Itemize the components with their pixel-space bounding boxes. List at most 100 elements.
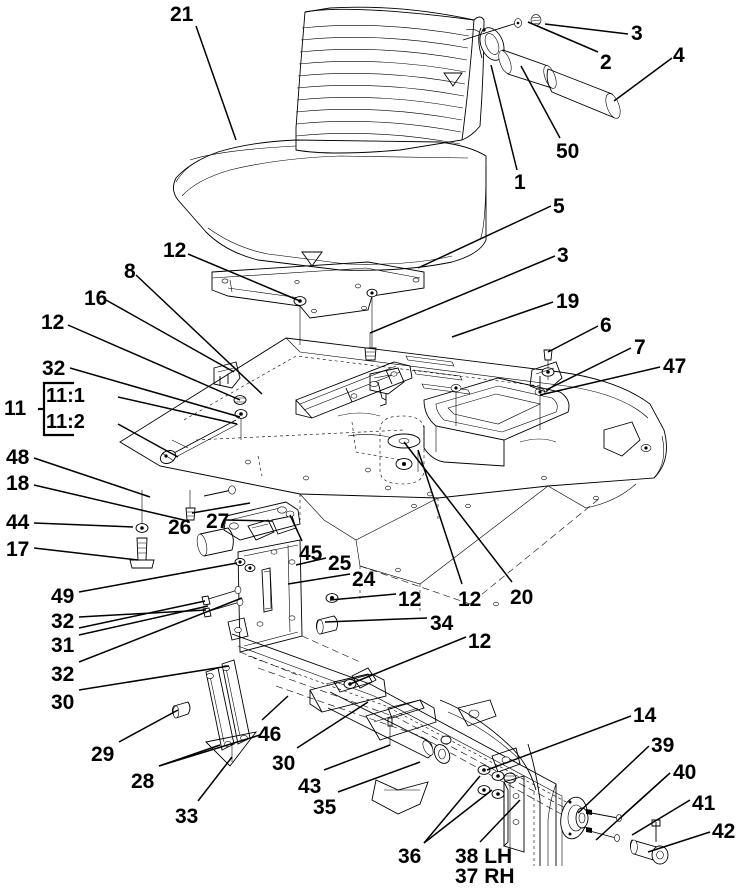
callout-44: 44 xyxy=(6,511,30,534)
callout-50: 50 xyxy=(556,140,580,163)
leader-line-12 xyxy=(329,593,397,601)
callout-32: 32 xyxy=(42,357,66,380)
leader-line-1 xyxy=(490,64,518,171)
callout-32: 32 xyxy=(51,663,75,686)
leader-line-16 xyxy=(105,299,235,373)
leader-line-31-b xyxy=(78,605,209,636)
leader-line-2 xyxy=(527,21,599,53)
callout-36: 36 xyxy=(398,845,422,868)
callout-30: 30 xyxy=(51,691,75,714)
callout-6: 6 xyxy=(600,314,612,337)
callout-16: 16 xyxy=(84,287,108,310)
callout-3: 3 xyxy=(631,22,643,45)
callout-14: 14 xyxy=(633,704,657,727)
rear-spindle-group xyxy=(365,699,669,866)
group-11-bracket xyxy=(38,381,74,437)
callout-leader-lines xyxy=(33,21,711,853)
leader-line-38-lh xyxy=(479,799,521,843)
leader-line-48 xyxy=(33,457,151,498)
center-bushing-assembly xyxy=(379,349,652,607)
callout-28: 28 xyxy=(131,770,155,793)
leader-line-20 xyxy=(403,441,513,583)
callout-29: 29 xyxy=(91,743,115,766)
callout-48: 48 xyxy=(6,446,30,469)
leader-line-31 xyxy=(78,600,206,629)
callout-12: 12 xyxy=(398,588,422,611)
callout-31: 31 xyxy=(51,634,75,657)
leader-line-30 xyxy=(296,701,369,749)
leader-line-28-b xyxy=(158,734,261,767)
callout-3: 3 xyxy=(557,244,569,267)
callout-1: 1 xyxy=(514,171,526,194)
leader-line-32 xyxy=(78,597,243,663)
leader-line-25 xyxy=(295,557,327,566)
callout-12: 12 xyxy=(163,239,187,262)
callout-30: 30 xyxy=(272,752,296,775)
leader-line-45 xyxy=(289,514,303,542)
callout-47: 47 xyxy=(663,355,687,378)
leader-line-3 xyxy=(369,255,556,334)
callout-42: 42 xyxy=(712,820,736,843)
callout-39: 39 xyxy=(651,734,675,757)
callout-37-rh: 37 RH xyxy=(455,865,515,888)
leader-line-18 xyxy=(33,484,189,522)
seat-back-cushion xyxy=(295,6,485,154)
seat-slide-rail xyxy=(295,361,413,419)
leader-line-7 xyxy=(545,347,632,391)
callout-35: 35 xyxy=(313,796,337,819)
leader-line-26 xyxy=(191,502,251,514)
callout-40: 40 xyxy=(673,761,697,784)
leader-line-11-2 xyxy=(117,423,179,458)
lower-frame-rail xyxy=(231,633,591,866)
leader-line-8 xyxy=(135,274,263,395)
leader-line-11-1 xyxy=(117,396,238,425)
seat-mounting-plate xyxy=(211,261,425,361)
leader-line-12 xyxy=(67,324,241,401)
leader-line-12 xyxy=(349,636,467,685)
leader-line-17 xyxy=(33,547,139,561)
callout-11-2: 11:2 xyxy=(46,411,85,433)
callout-12: 12 xyxy=(41,311,65,334)
leader-line-29 xyxy=(118,709,179,743)
leader-line-46 xyxy=(261,695,289,721)
link-arm-assembly xyxy=(171,617,258,767)
leader-line-33 xyxy=(197,756,233,802)
leader-line-5 xyxy=(417,205,552,269)
callout-11-1: 11:1 xyxy=(46,385,85,407)
callout-34: 34 xyxy=(430,612,454,635)
callout-12: 12 xyxy=(468,630,492,653)
callout-20: 20 xyxy=(510,586,534,609)
leader-line-41 xyxy=(631,799,691,836)
leader-line-43 xyxy=(323,744,391,771)
leader-line-19 xyxy=(451,301,554,338)
callout-49: 49 xyxy=(51,585,75,608)
left-side-hardware xyxy=(129,361,248,569)
leader-line-4 xyxy=(613,57,673,102)
callout-18: 18 xyxy=(6,472,30,495)
callout-8: 8 xyxy=(124,260,136,283)
hidden-chassis-lines xyxy=(239,494,439,677)
callout-24: 24 xyxy=(352,568,376,591)
callout-32: 32 xyxy=(51,610,75,633)
leader-line-47 xyxy=(539,366,661,396)
leader-line-6 xyxy=(547,325,599,353)
leader-line-44 xyxy=(33,522,134,528)
callout-21: 21 xyxy=(170,3,194,26)
leader-line-35 xyxy=(337,761,421,793)
callout-41: 41 xyxy=(692,792,716,815)
callout-2: 2 xyxy=(600,51,612,74)
callout-4: 4 xyxy=(673,44,685,67)
leader-line-49 xyxy=(78,562,238,593)
leader-line-14 xyxy=(486,715,632,771)
callout-43: 43 xyxy=(298,775,322,798)
fender-deck-panel xyxy=(119,337,667,605)
leader-line-27 xyxy=(225,519,273,522)
leader-line-32 xyxy=(69,367,241,418)
callout-12: 12 xyxy=(458,588,482,611)
callout-25: 25 xyxy=(328,552,352,575)
leader-line-42 xyxy=(647,831,711,853)
leader-line-3 xyxy=(544,23,629,35)
leader-line-21 xyxy=(195,25,237,141)
